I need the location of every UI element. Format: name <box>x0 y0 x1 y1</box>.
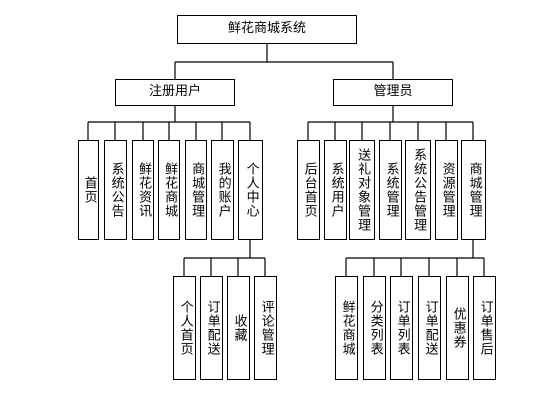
personal-center-child-node: 订单配送 <box>200 276 223 380</box>
admin-child-node: 系统用户 <box>324 140 347 240</box>
personal-center-child-node: 评论管理 <box>254 276 277 380</box>
admin-child-node: 送礼对象管理 <box>349 140 375 240</box>
admin-child-node: 系统公告管理 <box>405 140 431 240</box>
user-child-node: 系统公告 <box>104 140 127 240</box>
mall-management-child-node: 订单列表 <box>390 276 413 380</box>
personal-center-node: 个人中心 <box>238 140 263 240</box>
user-child-node: 我的账户 <box>211 140 234 240</box>
mall-management-child-node: 鲜花商城 <box>335 276 358 380</box>
user-child-node: 商城管理 <box>185 140 207 240</box>
admin-child-node: 资源管理 <box>435 140 458 240</box>
admin-child-node: 后台首页 <box>297 140 320 240</box>
root-node: 鲜花商城系统 <box>177 15 357 44</box>
personal-center-child-node: 收藏 <box>227 276 250 380</box>
mall-management-node: 商城管理 <box>461 140 486 240</box>
mall-management-child-node: 分类列表 <box>363 276 386 380</box>
registered-user-node: 注册用户 <box>115 79 235 106</box>
mall-management-child-node: 优惠券 <box>446 276 469 380</box>
mall-management-child-node: 订单配送 <box>418 276 441 380</box>
user-child-node: 首页 <box>78 140 99 240</box>
user-child-node: 鲜花商城 <box>158 140 180 240</box>
user-child-node: 鲜花资讯 <box>132 140 154 240</box>
personal-center-child-node: 个人首页 <box>173 276 196 380</box>
admin-node: 管理员 <box>333 79 453 106</box>
admin-child-node: 系统管理 <box>379 140 402 240</box>
mall-management-child-node: 订单售后 <box>473 276 496 380</box>
